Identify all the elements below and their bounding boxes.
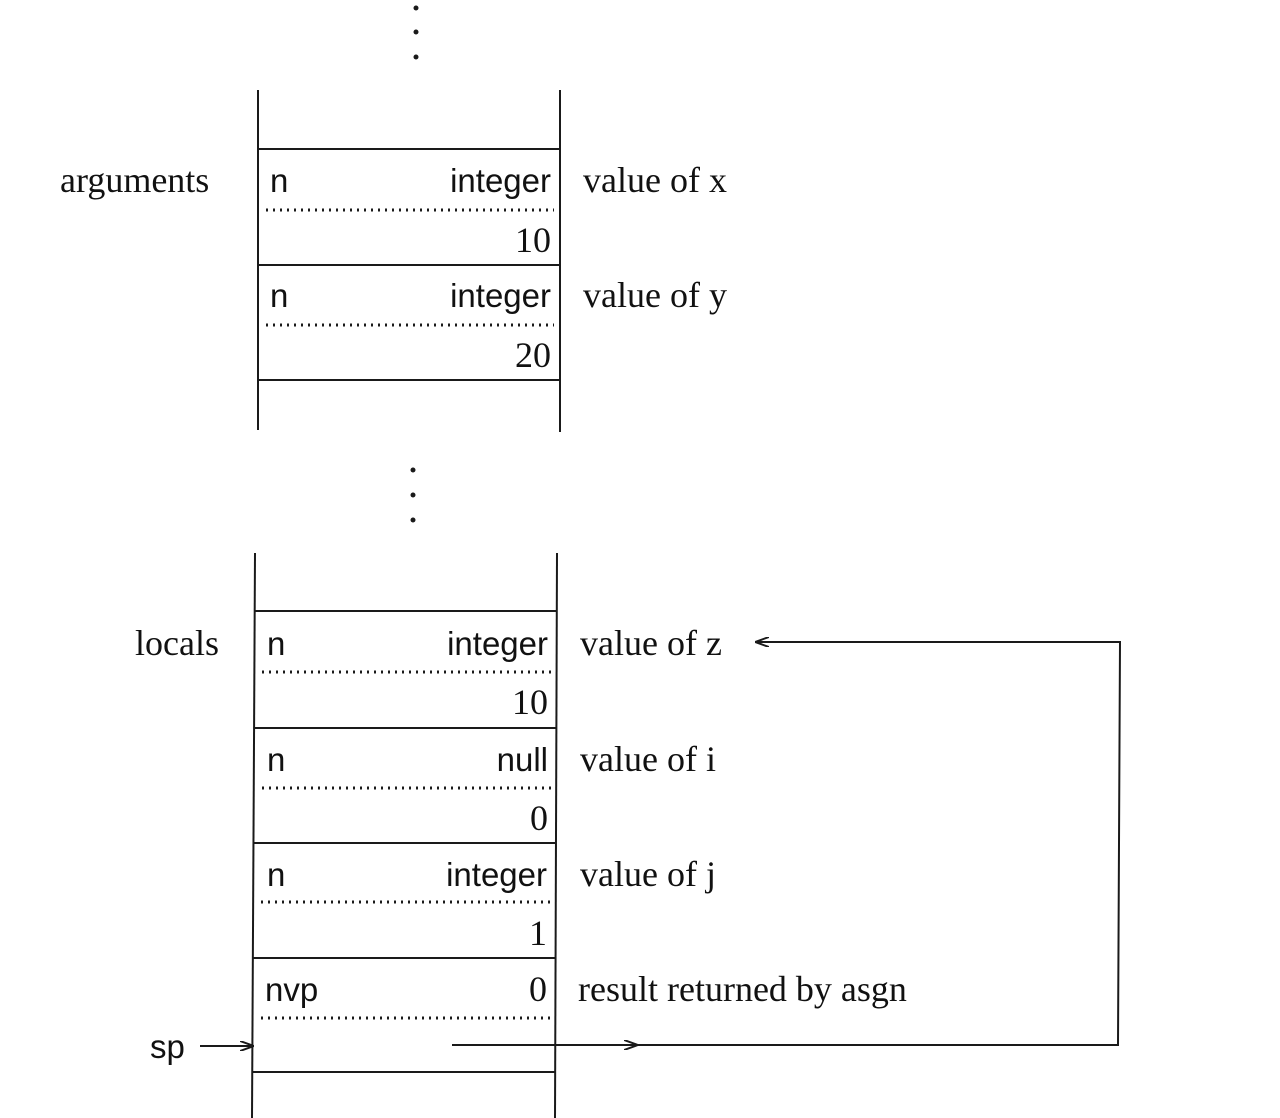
result-annotation: result returned by asgn bbox=[578, 969, 907, 1009]
cell-annotation: value of y bbox=[583, 275, 727, 315]
cell-flag: n bbox=[267, 741, 285, 778]
cell-flag: n bbox=[267, 625, 285, 662]
cell-type: integer bbox=[446, 856, 547, 893]
locals-stack bbox=[251, 552, 558, 1118]
cell-value: 20 bbox=[515, 335, 551, 375]
cell-value: 0 bbox=[530, 798, 548, 838]
cell-flag: n bbox=[267, 856, 285, 893]
arguments-stack bbox=[257, 90, 561, 432]
cell-annotation: value of z bbox=[580, 623, 722, 663]
sp-label: sp bbox=[150, 1028, 185, 1065]
middle-ellipsis bbox=[410, 467, 416, 523]
locals-cell-j: n integer 1 value of j bbox=[267, 854, 716, 953]
cell-value: 10 bbox=[512, 682, 548, 722]
cell-type: integer bbox=[447, 625, 548, 662]
result-cell: nvp 0 result returned by asgn bbox=[265, 969, 907, 1009]
locals-cell-z: n integer 10 value of z bbox=[267, 623, 722, 722]
arguments-cell-x: n integer 10 value of x bbox=[270, 160, 727, 260]
locals-label: locals bbox=[135, 623, 219, 663]
cell-type: integer bbox=[450, 162, 551, 199]
cell-type: null bbox=[497, 741, 548, 778]
result-value: 0 bbox=[529, 969, 547, 1009]
arguments-cell-y: n integer 20 value of y bbox=[270, 275, 727, 375]
cell-type: integer bbox=[450, 277, 551, 314]
top-ellipsis bbox=[413, 5, 419, 60]
locals-cell-i: n null 0 value of i bbox=[267, 739, 716, 838]
cell-flag: n bbox=[270, 162, 288, 199]
cell-annotation: value of j bbox=[580, 854, 716, 894]
result-flag: nvp bbox=[265, 971, 318, 1008]
cell-value: 1 bbox=[529, 913, 547, 953]
arguments-label: arguments bbox=[60, 160, 209, 200]
cell-annotation: value of i bbox=[580, 739, 716, 779]
cell-value: 10 bbox=[515, 220, 551, 260]
cell-annotation: value of x bbox=[583, 160, 727, 200]
cell-flag: n bbox=[270, 277, 288, 314]
assignment-loop-arrow bbox=[452, 642, 1122, 1046]
